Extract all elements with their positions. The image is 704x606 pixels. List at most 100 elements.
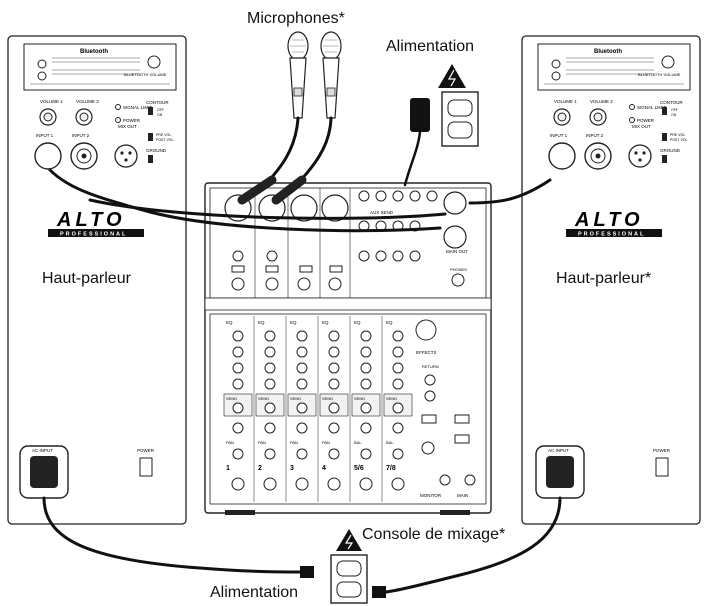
return-label: RETURN — [422, 364, 439, 369]
power-top-label: Alimentation — [386, 38, 475, 55]
power-bottom-label: Alimentation — [210, 584, 299, 601]
power-outlet-bottom — [300, 529, 386, 604]
send-knob — [392, 402, 404, 414]
input1-label-right: INPUT 1 — [550, 133, 568, 138]
level-knob — [263, 477, 277, 491]
channel-strips: EQSENDPAN1EQSENDPAN2EQSENDPAN3EQSENDPAN4… — [223, 316, 413, 502]
eq-knob — [232, 330, 244, 342]
eq-knob — [296, 378, 308, 390]
speaker-left-label: Haut-parleur — [42, 270, 131, 287]
effects-label: EFFECTS — [416, 350, 437, 355]
eq-knob — [296, 362, 308, 374]
pan-label: PAN — [226, 440, 234, 445]
level-knob — [359, 477, 373, 491]
eq-label: EQ — [386, 320, 393, 325]
ac-input-label-right: AC INPUT — [548, 448, 569, 453]
eq-knob — [392, 362, 404, 374]
eq-knob — [392, 378, 404, 390]
power-led-label: POWER — [123, 118, 141, 123]
aux-send-label: AUX SEND — [370, 210, 394, 215]
send-label: SEND — [354, 396, 365, 401]
level-knob — [327, 477, 341, 491]
power-switch-label-right: POWER — [653, 448, 671, 453]
microphones — [287, 31, 342, 119]
pan-label: PAN — [290, 440, 298, 445]
eq-knob — [264, 378, 276, 390]
pan-knob — [328, 448, 340, 460]
eq-knob — [360, 362, 372, 374]
contour-label-right: CONTOUR — [660, 100, 683, 105]
main-out-label: MAIN OUT — [446, 249, 468, 254]
send-label: SEND — [258, 396, 269, 401]
pan-label: BAL — [354, 440, 362, 445]
eq-label: EQ — [354, 320, 361, 325]
send-knob — [296, 402, 308, 414]
eq-knob — [264, 346, 276, 358]
contour-off-label-right: OFF — [671, 108, 678, 112]
volume1-label: VOLUME 1 — [40, 99, 63, 104]
send-label: SEND — [322, 396, 333, 401]
eq-knob — [360, 378, 372, 390]
channel-number: 5/6 — [354, 465, 364, 472]
alto-logo-right: ALTO — [574, 209, 644, 231]
phones-label: PHONES — [450, 267, 467, 272]
eq-knob — [360, 346, 372, 358]
channel-number: 3 — [290, 465, 294, 472]
volume1-label-right: VOLUME 1 — [554, 99, 577, 104]
speaker-right-label: Haut-parleur* — [556, 270, 652, 287]
eq-knob — [232, 346, 244, 358]
send-label: SEND — [386, 396, 397, 401]
signal-limit-label-right: SIGNAL LIMIT — [637, 105, 666, 110]
volume2-label-right: VOLUME 2 — [590, 99, 613, 104]
monitor-label: MONITOR — [420, 493, 442, 498]
contour-on-label-right: ON — [671, 113, 677, 117]
pan-knob — [392, 448, 404, 460]
alto-sub-left: PROFESSIONAL — [60, 232, 127, 238]
send-knob — [328, 402, 340, 414]
eq-label: EQ — [290, 320, 297, 325]
alto-sub-right: PROFESSIONAL — [578, 232, 645, 238]
mix-out-label-right: MIX OUT — [632, 124, 651, 129]
microphones-label: Microphones* — [247, 10, 345, 27]
contour-off-label: OFF — [157, 108, 164, 112]
power-led-label-right: POWER — [637, 118, 655, 123]
eq-label: EQ — [226, 320, 233, 325]
channel-number: 7/8 — [386, 465, 396, 472]
eq-knob — [296, 330, 308, 342]
channel-number: 4 — [322, 465, 326, 472]
send-knob — [264, 402, 276, 414]
pre-vol-label-right: PRE VOL. — [670, 133, 686, 137]
alto-logo-left: ALTO — [56, 209, 126, 231]
eq-label: EQ — [322, 320, 329, 325]
eq-knob — [264, 330, 276, 342]
level-knob — [295, 477, 309, 491]
power-switch-label-left: POWER — [137, 448, 155, 453]
post-vol-label: POST VOL. — [156, 138, 174, 142]
send-knob — [232, 402, 244, 414]
pan-knob — [360, 448, 372, 460]
pan-knob — [264, 448, 276, 460]
pan-label: BAL — [386, 440, 394, 445]
contour-on-label: ON — [157, 113, 163, 117]
post-vol-label-right: POST VOL. — [670, 138, 688, 142]
pan-label: PAN — [258, 440, 266, 445]
mixer-label: Console de mixage* — [362, 526, 506, 543]
eq-knob — [392, 346, 404, 358]
eq-knob — [232, 362, 244, 374]
contour-label: CONTOUR — [146, 100, 169, 105]
input2-label-right: INPUT 2 — [586, 133, 604, 138]
cables — [42, 116, 562, 594]
pan-label: PAN — [322, 440, 330, 445]
right-speaker: Bluetooth BLUETOOTH VOLUME VOLUME 1 VOLU… — [521, 35, 701, 525]
ground-label-right: GROUND — [660, 148, 681, 153]
main-label: MAIN — [457, 493, 468, 498]
eq-knob — [296, 346, 308, 358]
pan-knob — [232, 448, 244, 460]
bt-volume-label: BLUETOOTH VOLUME — [124, 72, 167, 77]
send-label: SEND — [290, 396, 301, 401]
channel-number: 1 — [226, 465, 230, 472]
eq-knob — [328, 362, 340, 374]
level-knob — [231, 477, 245, 491]
